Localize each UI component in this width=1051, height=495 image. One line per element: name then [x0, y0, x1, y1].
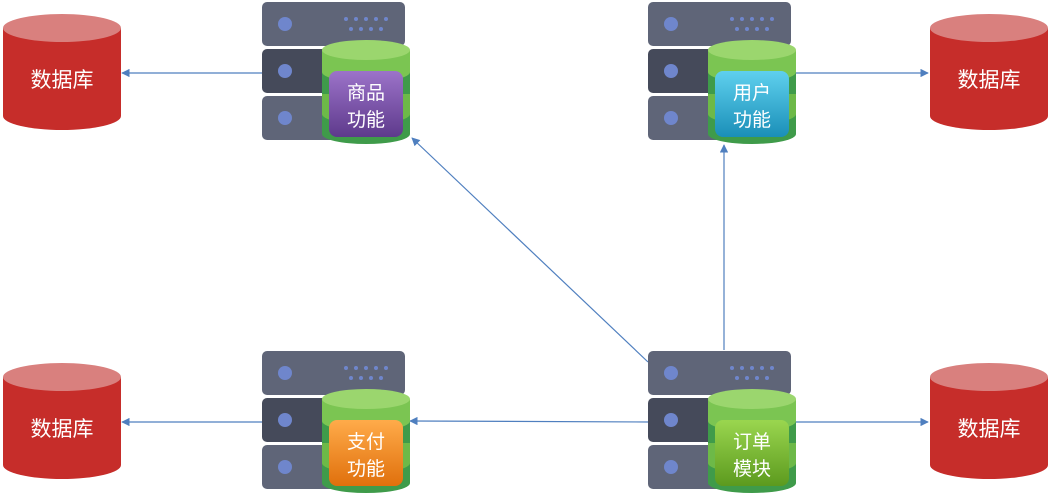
database-top-right: 数据库: [930, 14, 1048, 130]
database-top-left: 数据库: [3, 14, 121, 130]
database-icon: [3, 363, 121, 479]
service-label-line1: 用户: [733, 82, 771, 104]
service-user: 用户 功能: [648, 2, 796, 144]
service-label-box: [715, 420, 789, 486]
service-product: 商品 功能: [262, 2, 410, 144]
service-payment: 支付 功能: [262, 351, 410, 493]
service-label-line1: 支付: [347, 431, 385, 453]
database-icon: [930, 14, 1048, 130]
service-label-line1: 订单: [733, 431, 771, 453]
arrow-order-to-payment: [409, 416, 651, 426]
connections: [121, 68, 929, 427]
database-label: 数据库: [958, 417, 1021, 441]
service-label-box: [715, 71, 789, 137]
service-label-line2: 模块: [733, 458, 771, 480]
service-label-line2: 功能: [347, 109, 385, 131]
database-bottom-left: 数据库: [3, 363, 121, 479]
service-label-box: [329, 420, 403, 486]
database-label: 数据库: [31, 68, 94, 92]
database-icon: [930, 363, 1048, 479]
service-label-box: [329, 71, 403, 137]
database-icon: [3, 14, 121, 130]
database-bottom-right: 数据库: [930, 363, 1048, 479]
service-order: 订单 模块: [648, 351, 796, 493]
service-label-line2: 功能: [733, 109, 771, 131]
service-label-line2: 功能: [347, 458, 385, 480]
database-label: 数据库: [31, 417, 94, 441]
service-label-line1: 商品: [347, 82, 385, 104]
arrow-order-to-product: [411, 137, 649, 363]
database-label: 数据库: [958, 68, 1021, 92]
